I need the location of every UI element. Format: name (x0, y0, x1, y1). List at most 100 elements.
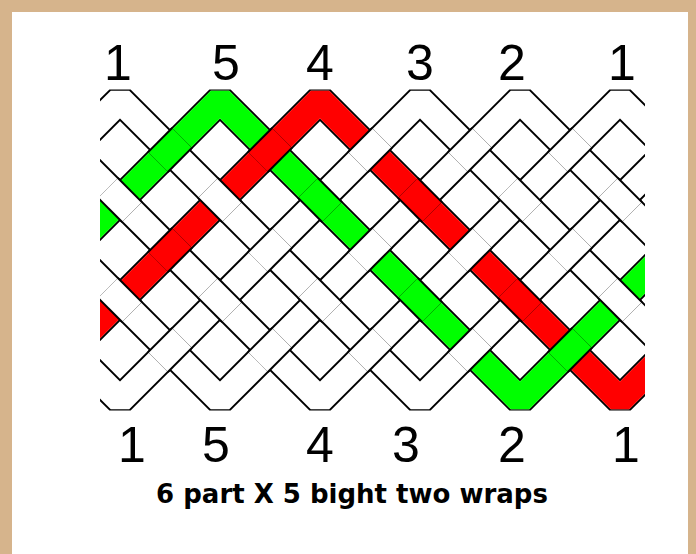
bottom-bight-number: 5 (202, 420, 230, 470)
crossing-over (258, 338, 282, 362)
crossing-outline (608, 188, 632, 212)
crossing-strand (458, 338, 482, 362)
crossing-outline (508, 288, 532, 312)
top-bight-number: 5 (212, 38, 240, 88)
crossing-over (458, 138, 482, 162)
crossing-over (508, 288, 532, 312)
crossing-over (158, 238, 182, 262)
top-bight-number: 3 (406, 38, 434, 88)
crossing-over (558, 238, 582, 262)
crossing-strand (408, 188, 432, 212)
strand (100, 100, 645, 400)
bottom-bight-number: 1 (612, 420, 640, 470)
bottom-bight-number: 2 (498, 420, 526, 470)
crossing-over (358, 138, 382, 162)
crossing-strand (108, 288, 132, 312)
crossing-strand (208, 288, 232, 312)
crossing-strand (258, 238, 282, 262)
strand-outline (100, 100, 645, 400)
crossing-outline (458, 238, 482, 262)
crossing-outline (308, 188, 332, 212)
strand-outline (100, 100, 645, 400)
crossing-strand (608, 188, 632, 212)
crossing-outline (458, 138, 482, 162)
crossing-over (458, 338, 482, 362)
crossing-over (508, 188, 532, 212)
strand (100, 100, 645, 400)
top-bight-number: 1 (608, 38, 636, 88)
crossing-over (608, 288, 632, 312)
bottom-bight-number: 3 (392, 420, 420, 470)
crossing-strand (158, 238, 182, 262)
knot-strands (100, 100, 645, 400)
bottom-bight-number: 1 (118, 420, 146, 470)
crossing-over (308, 288, 332, 312)
crossing-strand (458, 138, 482, 162)
crossing-outline (408, 288, 432, 312)
crossing-over (408, 188, 432, 212)
crossing-outline (108, 288, 132, 312)
strand-outline (100, 100, 645, 400)
crossing-strand (258, 138, 282, 162)
crossing-over (458, 238, 482, 262)
crossing-outline (258, 238, 282, 262)
crossing-strand (358, 138, 382, 162)
top-bight-number: 1 (104, 38, 132, 88)
crossing-outline (208, 288, 232, 312)
crossing-outline (408, 188, 432, 212)
crossing-strand (558, 138, 582, 162)
crossing-over (308, 188, 332, 212)
crossing-outline (258, 338, 282, 362)
crossing-outline (358, 338, 382, 362)
crossing-over (208, 188, 232, 212)
crossing-over (108, 288, 132, 312)
crossing-strand (108, 188, 132, 212)
caption: 6 part X 5 bight two wraps (156, 480, 548, 509)
crossing-outline (508, 188, 532, 212)
crossing-over (208, 288, 232, 312)
crossing-outline (608, 288, 632, 312)
crossing-strand (358, 338, 382, 362)
crossing-outline (558, 238, 582, 262)
crossing-outline (208, 188, 232, 212)
strand-outline (100, 100, 645, 400)
bottom-bight-number: 4 (306, 420, 334, 470)
crossing-strand (508, 188, 532, 212)
crossing-strand (558, 238, 582, 262)
crossing-over (408, 288, 432, 312)
strand (100, 100, 645, 400)
crossing-outline (308, 288, 332, 312)
crossing-strand (558, 338, 582, 362)
crossing-strand (508, 288, 532, 312)
strand (100, 100, 645, 400)
crossing-over (558, 138, 582, 162)
crossing-outline (358, 238, 382, 262)
crossing-over (358, 338, 382, 362)
crossing-strand (308, 288, 332, 312)
crossing-outline (558, 138, 582, 162)
crossing-strand (208, 188, 232, 212)
crossing-strand (308, 188, 332, 212)
crossing-outline (158, 238, 182, 262)
crossing-strand (158, 138, 182, 162)
crossing-strand (358, 238, 382, 262)
top-bight-number: 2 (498, 38, 526, 88)
crossing-over (158, 138, 182, 162)
crossing-strand (158, 338, 182, 362)
crossing-strand (258, 338, 282, 362)
crossing-outline (458, 338, 482, 362)
crossing-outline (158, 338, 182, 362)
crossing-outline (108, 188, 132, 212)
top-bight-number: 4 (306, 38, 334, 88)
crossing-over (158, 338, 182, 362)
crossing-over (108, 188, 132, 212)
crossing-outline (258, 138, 282, 162)
crossing-over (358, 238, 382, 262)
crossing-over (558, 338, 582, 362)
highlighted-strand (100, 100, 645, 400)
crossing-strand (608, 288, 632, 312)
crossing-over (258, 238, 282, 262)
crossing-outline (558, 338, 582, 362)
strand-outline (100, 100, 645, 400)
strand (100, 100, 645, 400)
